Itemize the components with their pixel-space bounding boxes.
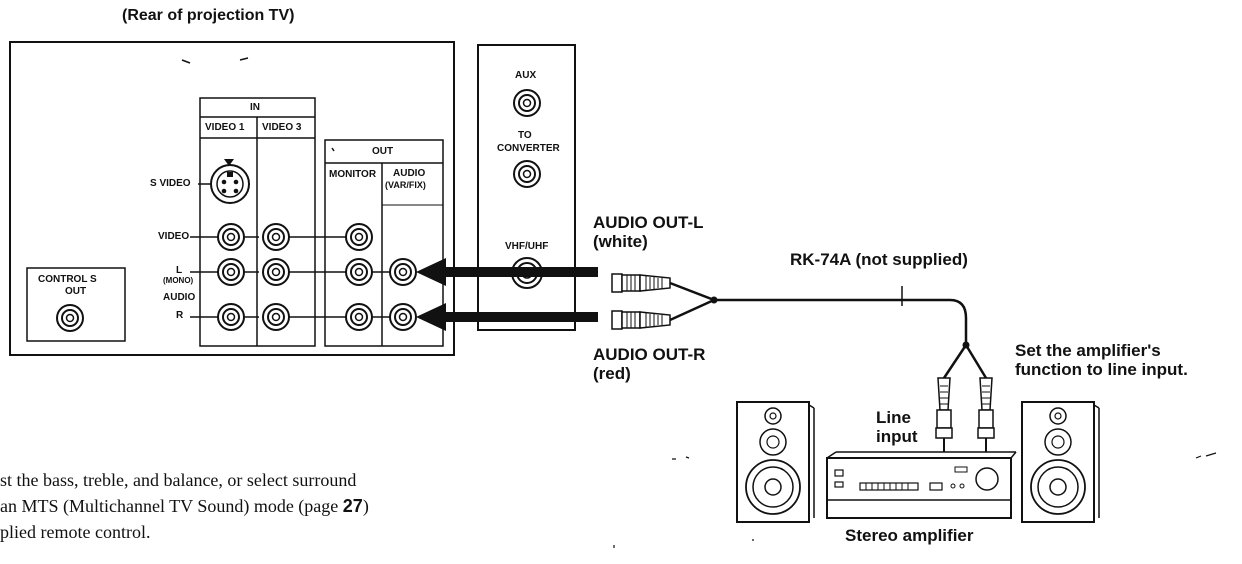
monitor-video-jack xyxy=(345,223,373,251)
l-label: L xyxy=(176,265,183,276)
body-text-line-2: an MTS (Multichannel TV Sound) mode (pag… xyxy=(0,496,369,517)
control-s-label-1: CONTROL S xyxy=(38,274,97,285)
video1-audio-r-jack xyxy=(217,303,245,331)
control-s-box xyxy=(26,267,126,342)
cable-label: RK-74A (not supplied) xyxy=(790,250,968,269)
monitor-label: MONITOR xyxy=(329,169,377,180)
set-amp-label-2: function to line input. xyxy=(1015,360,1188,379)
audio-var-fix-label-2: (VAR/FIX) xyxy=(385,180,426,190)
monitor-audio-r-jack xyxy=(345,303,373,331)
out-audio-r-jack xyxy=(389,303,417,331)
video1-audio-l-jack xyxy=(217,258,245,286)
body-text-line-2-post: ) xyxy=(362,496,369,516)
video3-label: VIDEO 3 xyxy=(262,122,302,133)
video3-audio-r-jack xyxy=(262,303,290,331)
to-label: TO xyxy=(518,130,532,141)
audio-out-r-label-1: AUDIO OUT-R xyxy=(593,345,706,364)
out-group-box xyxy=(324,139,444,347)
rear-title: (Rear of projection TV) xyxy=(122,7,295,24)
left-speaker xyxy=(736,401,815,523)
line-input-label-2: input xyxy=(876,427,918,446)
stereo-amplifier-label: Stereo amplifier xyxy=(845,526,974,545)
vhf-uhf-label: VHF/UHF xyxy=(505,241,549,252)
control-s-label-2: OUT xyxy=(65,286,87,297)
aux-label: AUX xyxy=(515,70,537,81)
cable-rk74a xyxy=(669,281,968,345)
audio-row-label: AUDIO xyxy=(163,292,196,303)
converter-label: CONVERTER xyxy=(497,143,560,154)
stereo-amplifier xyxy=(826,451,1017,519)
page-ref: 27 xyxy=(342,496,363,516)
video1-label: VIDEO 1 xyxy=(205,122,245,133)
amp-left-plug xyxy=(935,377,953,452)
body-text-line-1: st the bass, treble, and balance, or sel… xyxy=(0,470,357,490)
red-plug xyxy=(611,310,671,330)
control-s-jack xyxy=(56,304,84,332)
arrow-audio-r xyxy=(416,303,598,331)
in-group-label: IN xyxy=(250,102,260,113)
s-video-label: S VIDEO xyxy=(150,178,191,189)
audio-var-fix-label-1: AUDIO xyxy=(393,168,426,179)
right-speaker xyxy=(1021,401,1100,523)
monitor-audio-l-jack xyxy=(345,258,373,286)
line-input-label-1: Line xyxy=(876,408,911,427)
out-audio-l-jack xyxy=(389,258,417,286)
body-text-line-3: plied remote control. xyxy=(0,522,151,542)
amp-right-plug xyxy=(977,377,995,452)
aux-jack xyxy=(513,89,541,117)
r-label: R xyxy=(176,310,184,321)
audio-out-r-label-2: (red) xyxy=(593,364,631,383)
mono-label: (MONO) xyxy=(163,276,194,285)
video-row-label: VIDEO xyxy=(158,231,190,242)
body-text-line-2-pre: an MTS (Multichannel TV Sound) mode (pag… xyxy=(0,496,343,516)
s-video-marker xyxy=(224,159,234,166)
white-plug xyxy=(611,273,671,293)
video3-video-jack xyxy=(262,223,290,251)
audio-out-l-label-2: (white) xyxy=(593,232,648,251)
video1-video-jack xyxy=(217,223,245,251)
out-group-label: OUT xyxy=(372,146,394,157)
set-amp-label-1: Set the amplifier's xyxy=(1015,341,1161,360)
video3-audio-l-jack xyxy=(262,258,290,286)
arrow-audio-l xyxy=(416,258,598,286)
audio-out-l-label-1: AUDIO OUT-L xyxy=(593,213,704,232)
to-converter-jack xyxy=(513,160,541,188)
